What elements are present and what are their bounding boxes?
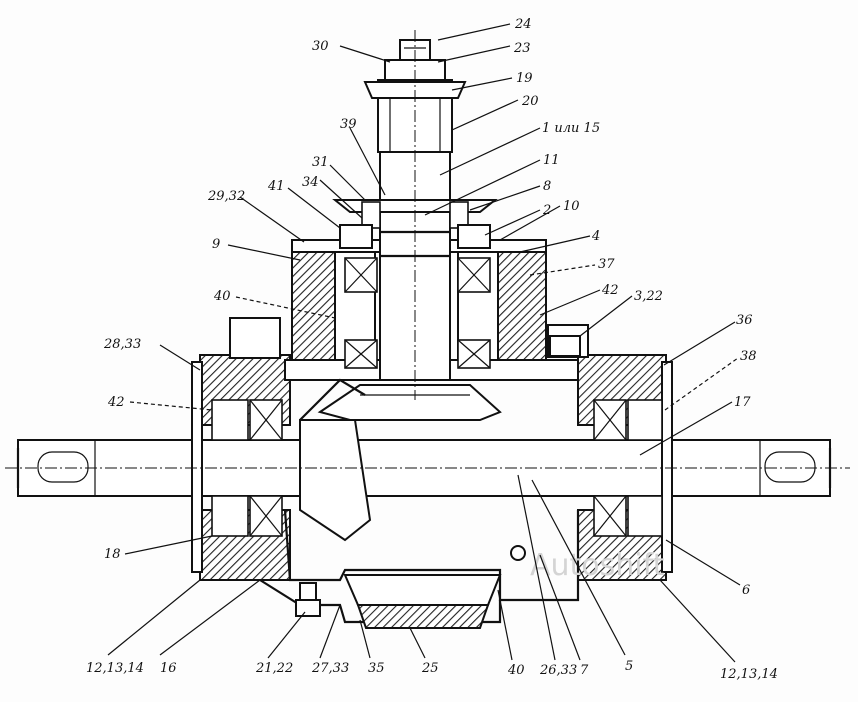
label-36: 36: [736, 313, 753, 328]
label-34: 34: [302, 175, 319, 190]
label-31: 31: [312, 155, 329, 170]
label-38: 38: [740, 349, 757, 364]
label-35: 35: [368, 661, 385, 676]
label-42-upper: 42: [601, 283, 619, 298]
upper-bearings: [344, 257, 491, 369]
label-6: 6: [742, 583, 750, 598]
label-17: 17: [734, 395, 751, 410]
watermark: Autoshift: [530, 548, 665, 583]
label-40: 40: [213, 289, 231, 304]
label-28-33: 28,33: [103, 337, 141, 352]
label-2: 2: [542, 203, 551, 218]
shaft-bearings: [211, 399, 663, 537]
label-3-22: 3,22: [634, 289, 663, 304]
label-41: 41: [267, 179, 285, 194]
label-16: 16: [160, 661, 177, 676]
label-4: 4: [591, 229, 600, 244]
bevel-gears: [299, 378, 502, 542]
leader-lines: [107, 23, 741, 663]
bottom-cover: [343, 574, 502, 629]
label-5: 5: [625, 659, 633, 674]
label-30: 30: [312, 39, 329, 54]
label-11: 11: [543, 153, 560, 168]
label-19: 19: [516, 71, 533, 86]
label-20: 20: [521, 94, 539, 109]
label-18: 18: [104, 547, 121, 562]
label-40-bottom: 40: [507, 663, 525, 678]
label-42-left: 42: [107, 395, 125, 410]
label-7: 7: [580, 663, 589, 678]
label-24: 24: [514, 17, 532, 32]
label-12-13-14-left: 12,13,14: [86, 661, 144, 676]
label-37: 37: [598, 257, 615, 272]
label-23: 23: [513, 41, 531, 56]
label-1-or-15: 1 или 15: [542, 121, 600, 136]
label-12-13-14-right: 12,13,14: [720, 667, 778, 682]
label-25: 25: [421, 661, 439, 676]
part-labels: 24 30 23 19 20 1 или 15 39 11 31 34 41 2…: [86, 17, 778, 682]
label-27-33: 27,33: [311, 661, 349, 676]
label-26-33: 26,33: [539, 663, 577, 678]
label-8: 8: [543, 179, 551, 194]
label-39: 39: [340, 117, 357, 132]
bolts: [295, 335, 581, 617]
label-10: 10: [563, 199, 580, 214]
label-29-32: 29,32: [207, 189, 245, 204]
label-9: 9: [212, 237, 220, 252]
label-21-22: 21,22: [255, 661, 293, 676]
